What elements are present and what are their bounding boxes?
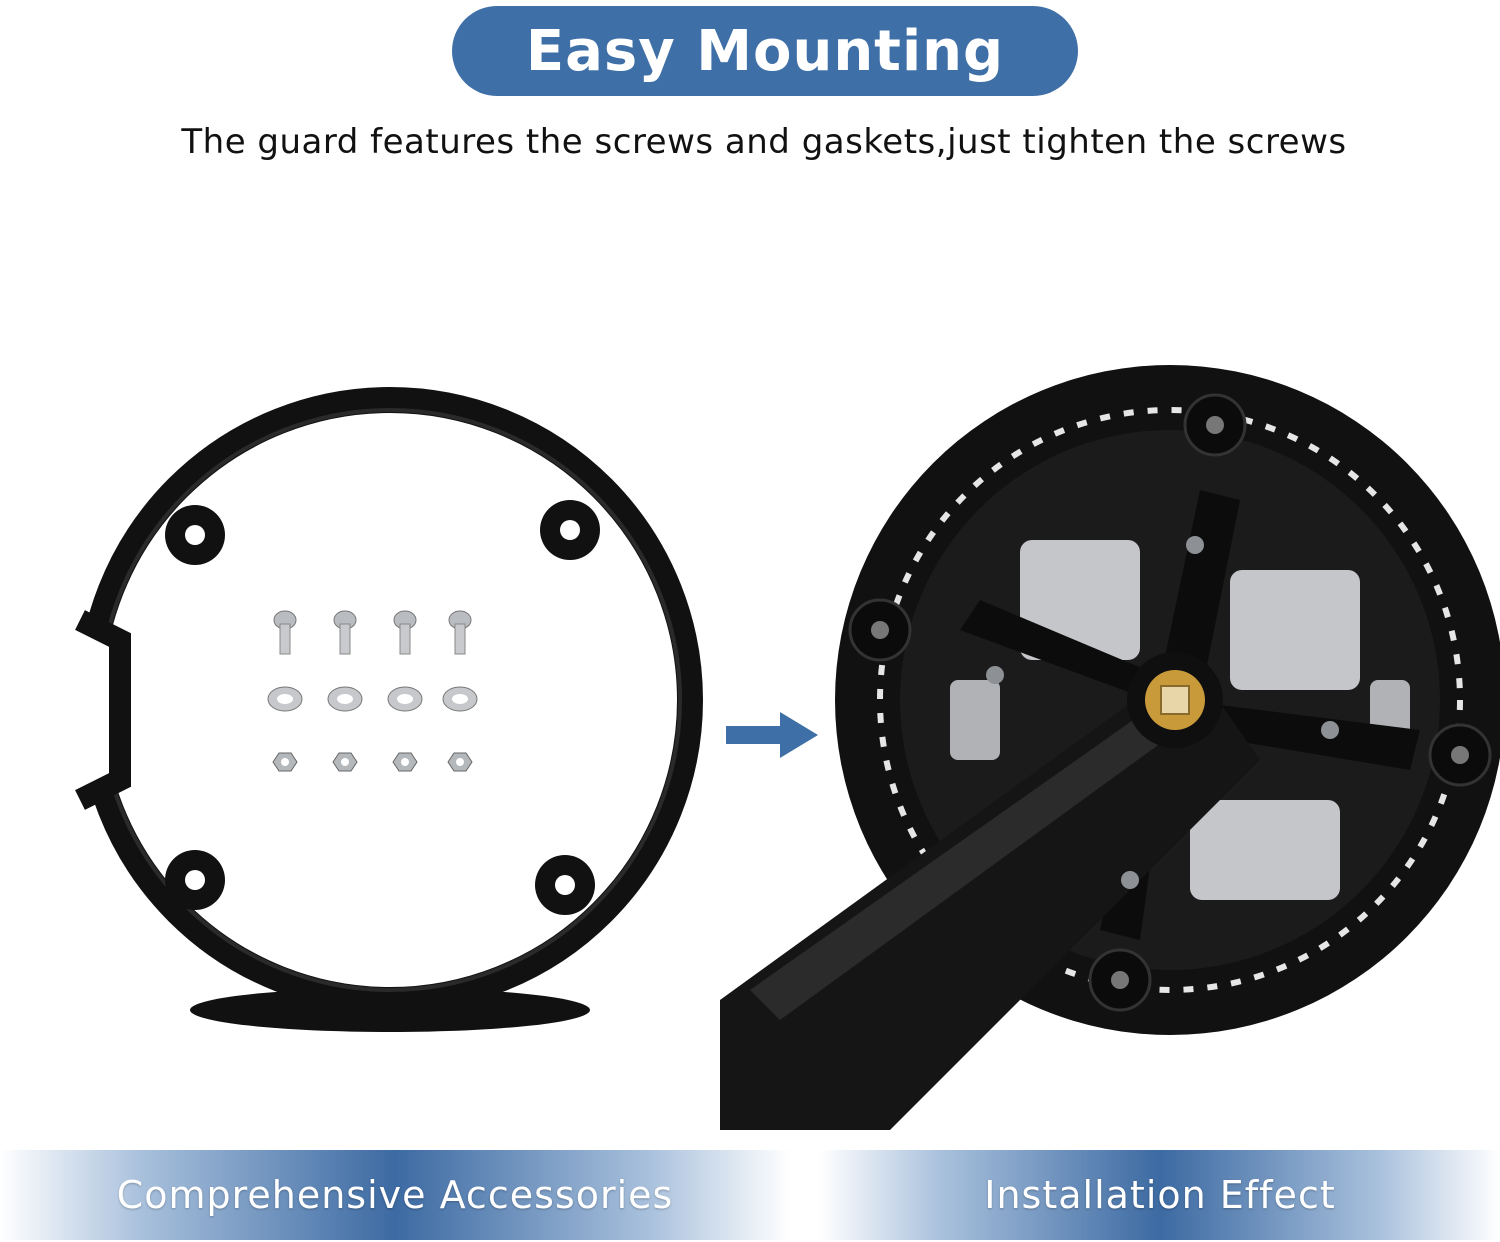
washer <box>387 686 423 712</box>
page-title: Easy Mounting <box>525 18 1005 84</box>
caption-left: Comprehensive Accessories <box>116 1173 674 1217</box>
nut-row <box>272 752 473 772</box>
mount-tab-top-left <box>165 505 225 565</box>
screw <box>273 610 297 655</box>
mount-tab-bottom-right <box>535 855 595 915</box>
installed-crankset-image <box>720 300 1500 1130</box>
washer-row <box>267 686 478 712</box>
caption-banner-right: Installation Effect <box>820 1150 1500 1240</box>
mount-tab-bottom-left <box>165 850 225 910</box>
caption-right: Installation Effect <box>984 1173 1336 1217</box>
washer <box>327 686 363 712</box>
washer <box>267 686 303 712</box>
caption-banner-left: Comprehensive Accessories <box>0 1150 790 1240</box>
mount-tab-top-right <box>540 500 600 560</box>
guard-mount-tabs <box>848 393 1492 1012</box>
screw <box>448 610 472 655</box>
chainring-teeth <box>877 407 1463 993</box>
chainring-bolts <box>986 536 1339 889</box>
right-arrow-icon <box>726 712 818 758</box>
chain-guard-ring <box>72 387 703 1032</box>
nut <box>272 752 298 772</box>
subtitle: The guard features the screws and gasket… <box>181 122 1347 162</box>
screw <box>393 610 417 655</box>
screw-row <box>273 610 472 655</box>
crankset-with-guard <box>720 365 1500 1130</box>
nut <box>332 752 358 772</box>
guard-product-image <box>60 320 720 1080</box>
washer <box>442 686 478 712</box>
crank-arm <box>720 660 1260 1130</box>
title-badge: Easy Mounting <box>452 6 1078 96</box>
nut <box>392 752 418 772</box>
nut <box>447 752 473 772</box>
screw <box>333 610 357 655</box>
